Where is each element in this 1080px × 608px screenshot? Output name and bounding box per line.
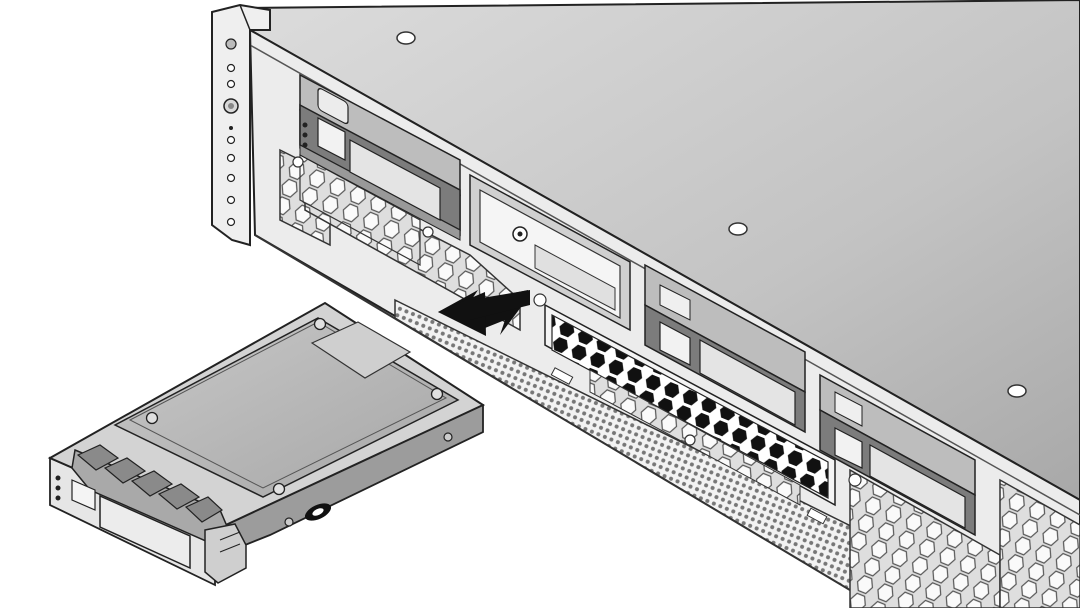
ventilation-grille	[999, 478, 1080, 608]
locator-led-icon	[225, 38, 237, 50]
drive-lever-hinge	[204, 523, 247, 584]
cover-screw	[1007, 384, 1027, 398]
drive-bay	[299, 103, 461, 241]
cover-screw	[396, 31, 416, 45]
drive-status-led	[55, 475, 61, 481]
drive-filler-panel	[544, 303, 836, 507]
cover-screw	[728, 222, 748, 236]
empty-drive-bay	[469, 173, 631, 332]
drive-screw	[145, 411, 159, 425]
extraction-arrow-icon	[438, 290, 530, 336]
ventilation-grille	[299, 153, 421, 267]
server-chassis	[238, 0, 1080, 608]
ventilation-grille	[849, 468, 1001, 608]
removed-drive	[47, 301, 486, 587]
drive-bay	[644, 303, 806, 434]
drive-screw	[430, 387, 444, 401]
drive-latch-button	[99, 494, 191, 570]
drive-bay	[819, 408, 976, 537]
drive-lever-vent	[76, 444, 223, 523]
drive-status-led	[55, 495, 61, 501]
rack-ear	[211, 3, 271, 247]
drive-screw	[313, 317, 327, 331]
drive-label	[310, 321, 412, 379]
drive-screw	[272, 482, 286, 496]
drive-status-led	[55, 485, 61, 491]
